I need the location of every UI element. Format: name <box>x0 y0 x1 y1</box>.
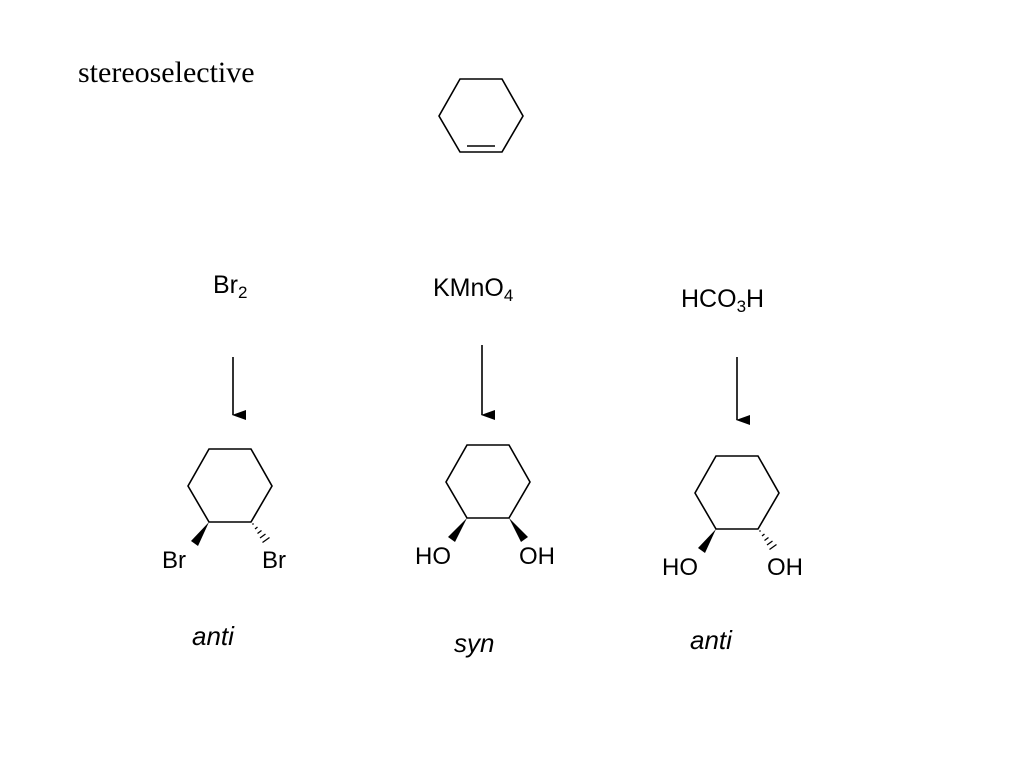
reagent-label-1: Br2 <box>213 271 248 302</box>
substituent-label-left: Br <box>162 547 186 574</box>
reagent-label-2: KMnO4 <box>433 274 514 305</box>
wedge-bond <box>698 529 716 553</box>
product-ring-1 <box>187 448 273 523</box>
substituent-label-left: HO <box>662 554 698 581</box>
substituent-label-right: OH <box>767 554 803 581</box>
hashed-bond <box>252 523 270 544</box>
wedge-bond <box>191 522 209 546</box>
stereochemistry-label-1: anti <box>192 621 234 651</box>
wedge-bond <box>448 518 467 542</box>
product-structure-3 <box>694 455 780 553</box>
substituent-label-left: HO <box>415 543 451 570</box>
wedge-bond <box>509 518 528 542</box>
stereochemistry-label-2: syn <box>454 628 495 658</box>
product-structure-2 <box>445 444 531 542</box>
product-structure-1 <box>187 448 273 546</box>
cyclohexene-structure <box>438 78 524 153</box>
product-ring-3 <box>694 455 780 530</box>
hashed-bond <box>759 530 777 551</box>
slide-title: stereoselective <box>78 56 255 89</box>
reagent-label-3: HCO3H <box>681 285 765 316</box>
substituent-label-right: OH <box>519 543 555 570</box>
substituent-label-right: Br <box>262 547 286 574</box>
product-ring-2 <box>445 444 531 519</box>
cyclohexene-ring <box>438 78 524 153</box>
stereochemistry-label-3: anti <box>690 625 732 655</box>
